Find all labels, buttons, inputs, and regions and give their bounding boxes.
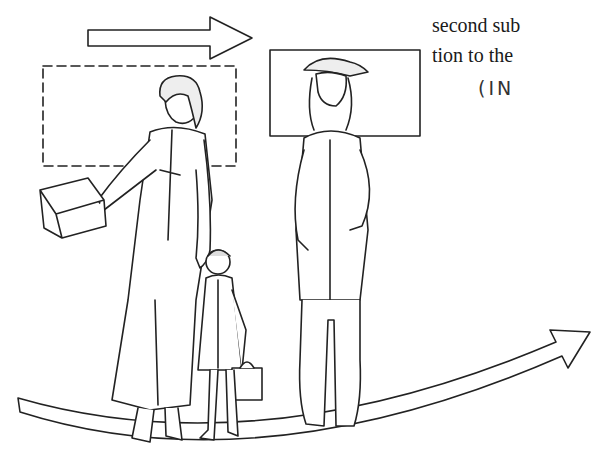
handwritten-note: (IN (478, 78, 514, 99)
hollow-arrow (88, 17, 252, 59)
woman-figure (295, 58, 369, 426)
caption-fragment: second sub (432, 14, 520, 36)
woman-figure (40, 76, 212, 442)
child-figure (198, 250, 262, 440)
solid-frame (270, 50, 420, 136)
caption-fragment: tion to the (432, 44, 513, 66)
